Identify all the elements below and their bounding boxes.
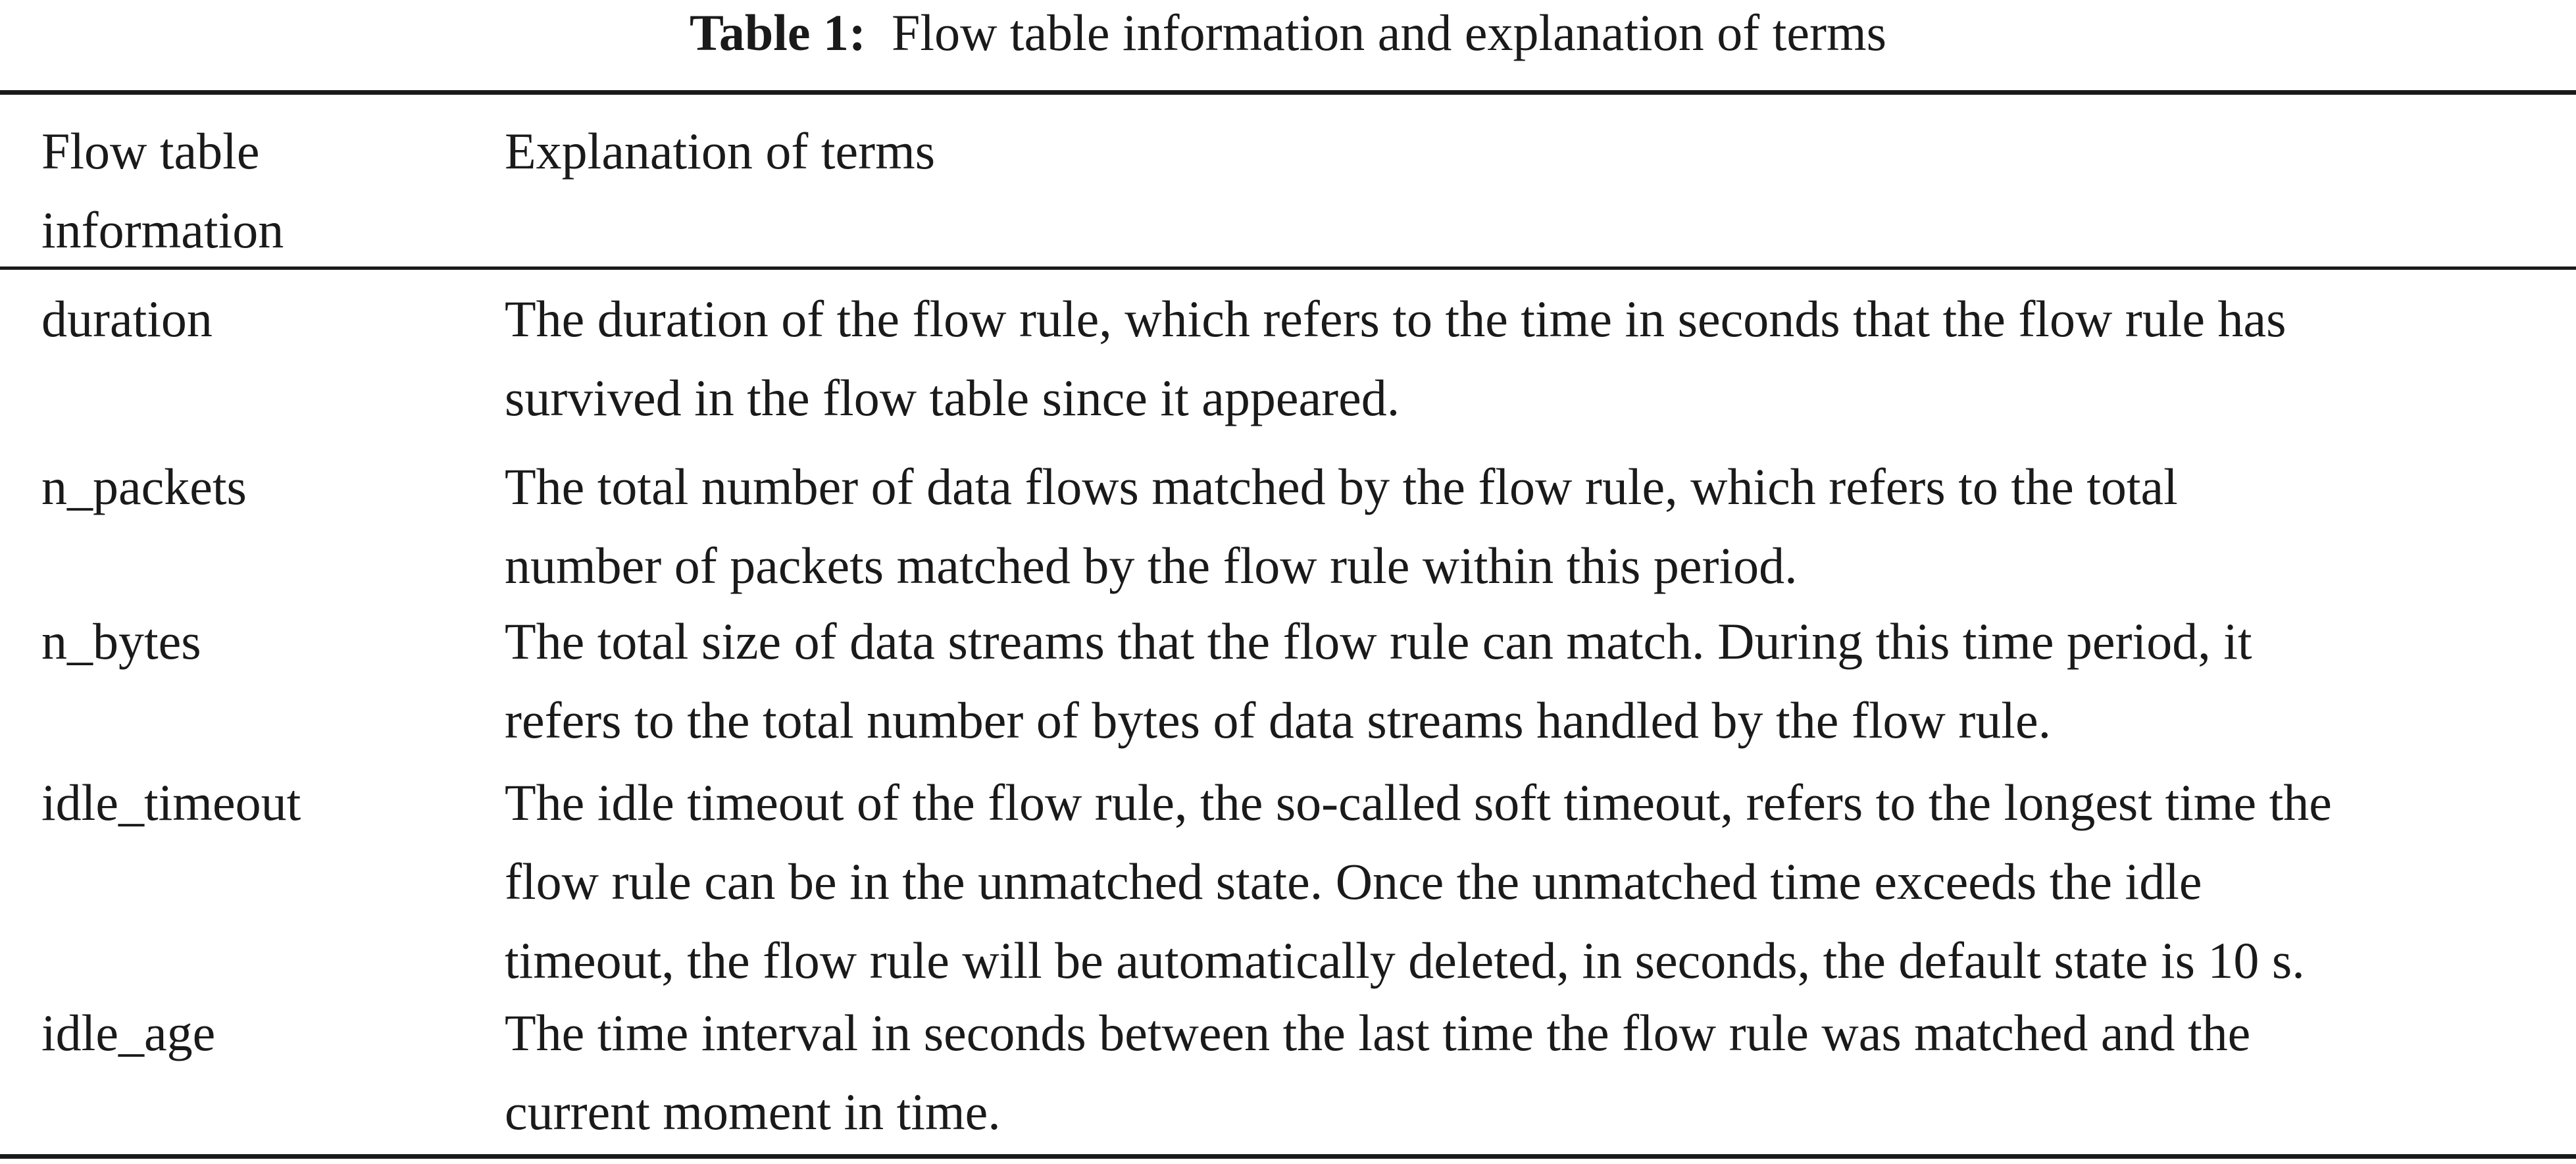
table-header: Flow table information Explanation of te… [0,112,2576,263]
header-explanation-of-terms: Explanation of terms [505,122,936,180]
explanation-line: timeout, the flow rule will be automatic… [505,932,2305,989]
row-term: n_packets [41,458,247,515]
header-col1-line1: Flow table [41,122,260,180]
row-explanation: The idle timeout of the flow rule, the s… [505,763,2558,1000]
row-term: idle_age [41,1004,216,1061]
row-explanation: The duration of the flow rule, which ref… [505,280,2558,438]
explanation-line: refers to the total number of bytes of d… [505,692,2052,749]
row-explanation: The total size of data streams that the … [505,602,2558,760]
explanation-line: The duration of the flow rule, which ref… [505,290,2286,347]
row-term: n_bytes [41,613,201,670]
explanation-line: The idle timeout of the flow rule, the s… [505,774,2332,831]
row-term: idle_timeout [41,774,301,831]
header-col1-line2: information [41,201,284,259]
explanation-line: survived in the flow table since it appe… [505,369,1400,426]
explanation-line: The total size of data streams that the … [505,613,2252,670]
table-caption-text: Flow table information and explanation o… [892,4,1886,61]
table-header-rule [0,266,2576,270]
table-top-rule [0,90,2576,95]
table-caption: Table 1: Flow table information and expl… [0,0,2576,79]
row-explanation: The total number of data flows matched b… [505,447,2558,605]
row-explanation: The time interval in seconds between the… [505,994,2558,1151]
explanation-line: The time interval in seconds between the… [505,1004,2251,1061]
explanation-line: flow rule can be in the unmatched state.… [505,853,2202,910]
table-caption-label: Table 1: [690,4,867,61]
table-bottom-rule [0,1154,2576,1159]
row-term: duration [41,290,213,347]
explanation-line: number of packets matched by the flow ru… [505,537,1798,594]
header-flow-table-information: Flow table information [41,112,463,270]
explanation-line: current moment in time. [505,1083,1001,1140]
explanation-line: The total number of data flows matched b… [505,458,2178,515]
